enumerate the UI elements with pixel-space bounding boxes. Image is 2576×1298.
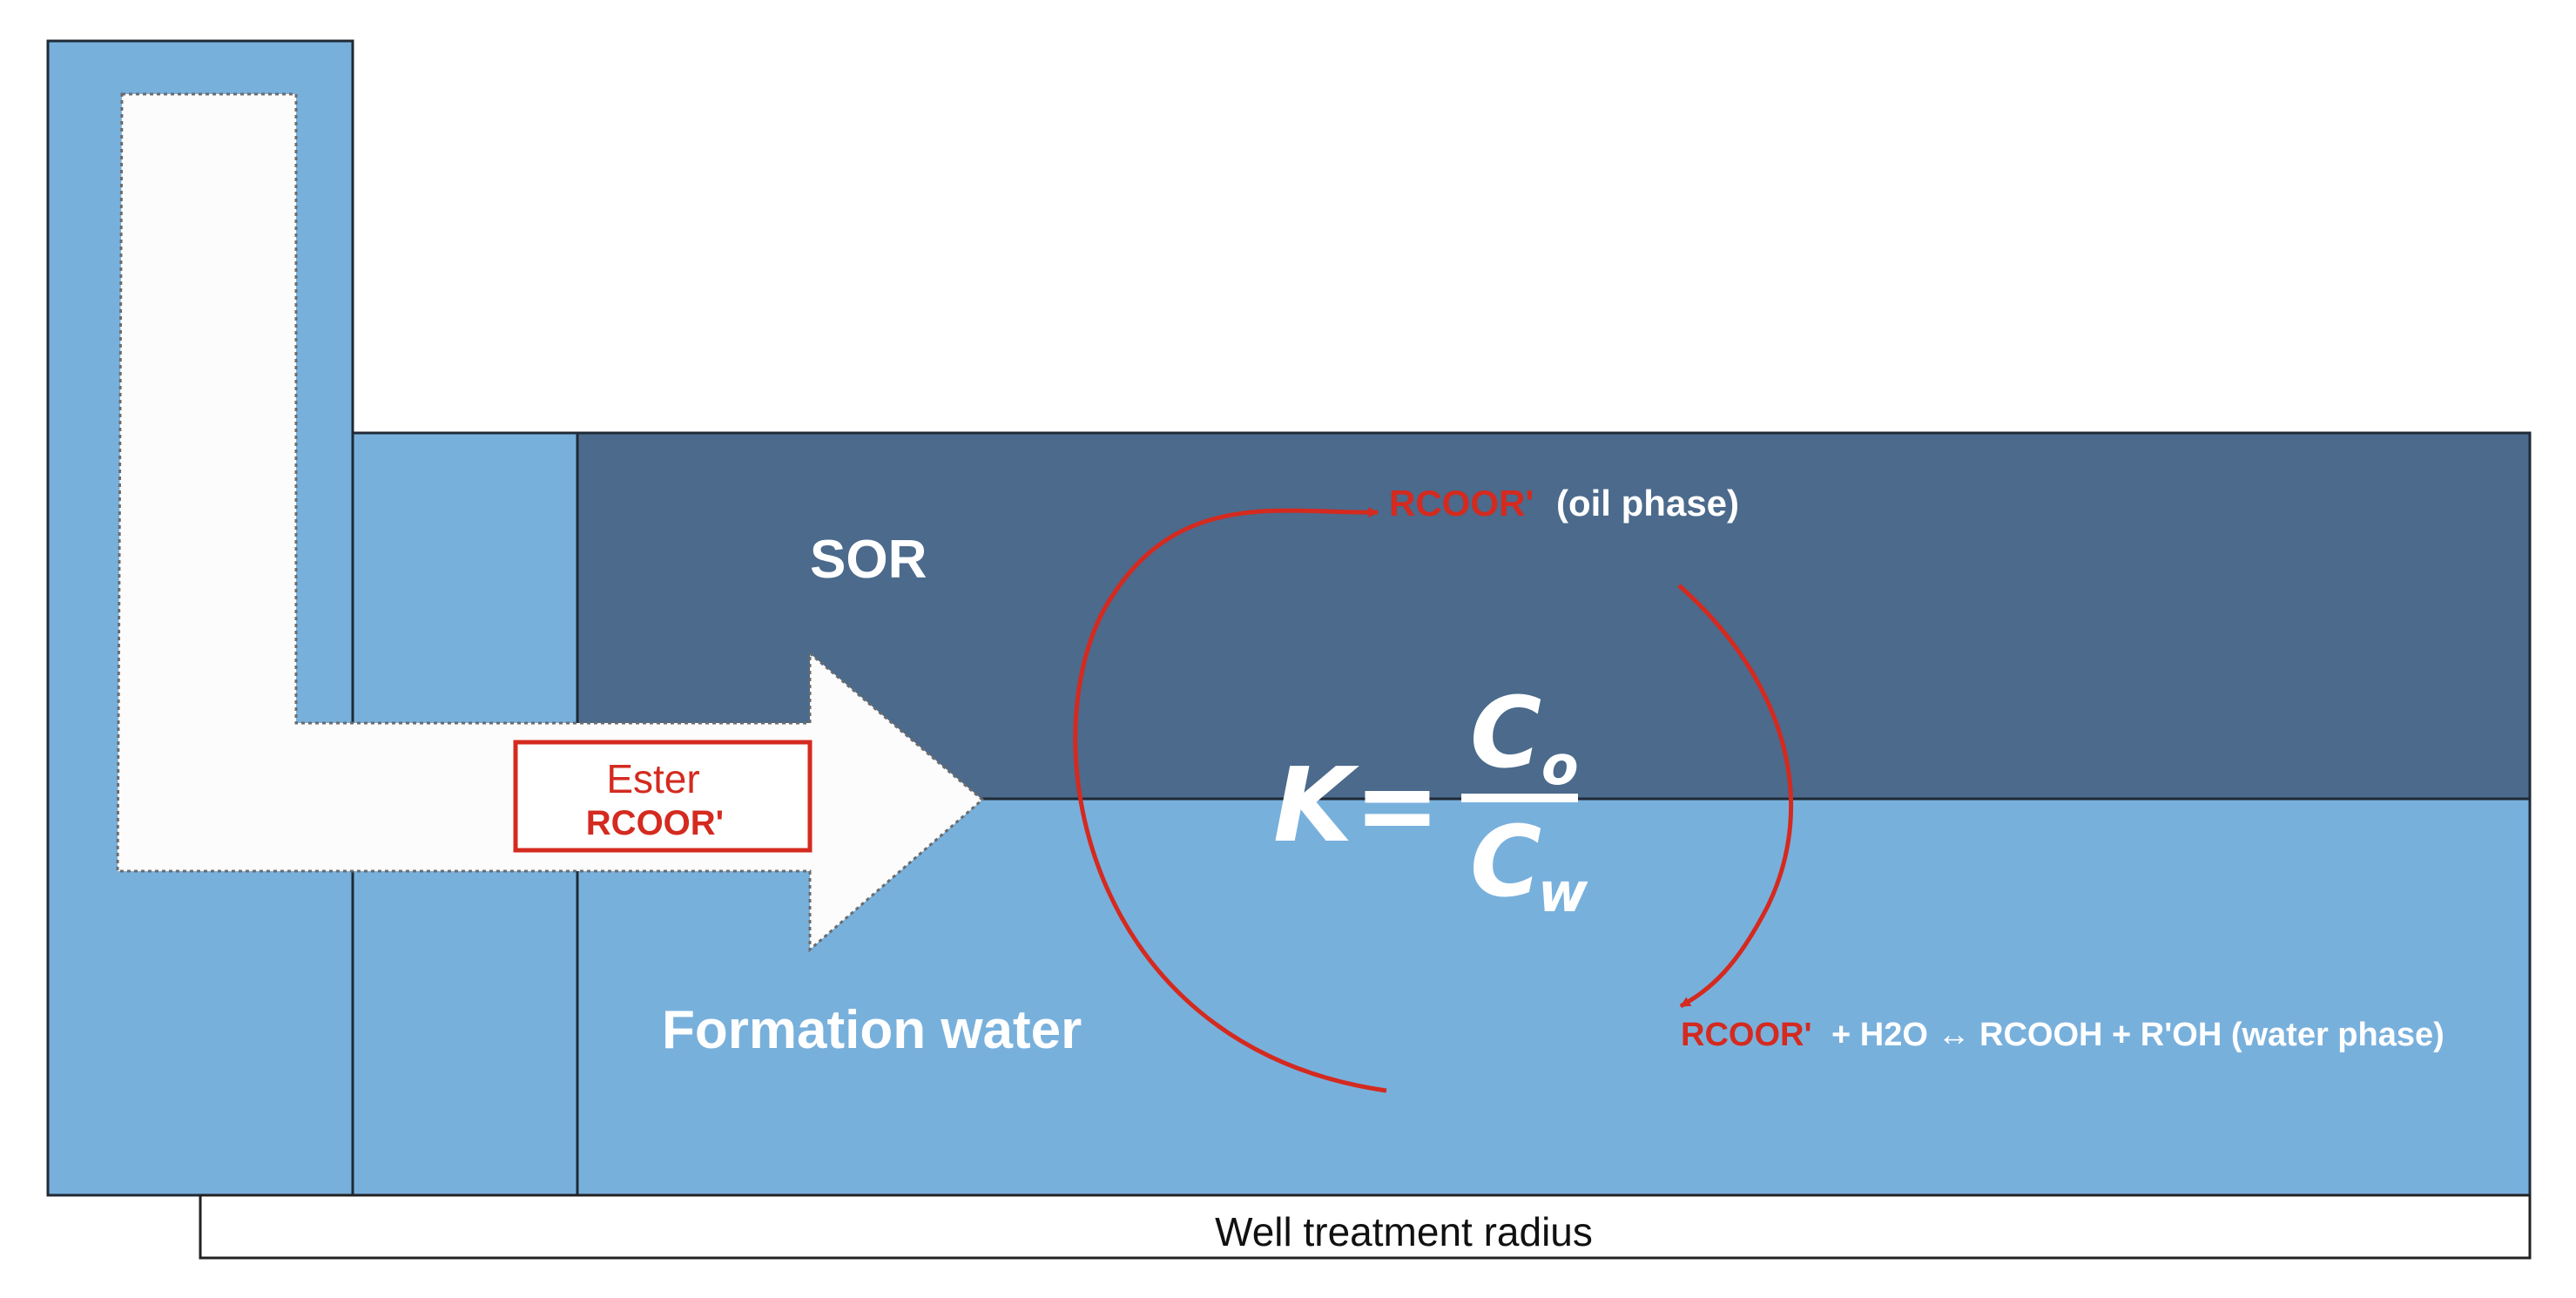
water-phase-species: RCOOR': [1681, 1017, 1811, 1053]
partition-arrow-right: [1677, 584, 1794, 1009]
equation-k: K: [1273, 745, 1359, 865]
well-radius-bar: [199, 1193, 2532, 1260]
oil-phase-species: RCOOR': [1389, 483, 1534, 524]
formation-water-label: Formation water: [662, 1000, 1082, 1060]
well-radius-label: Well treatment radius: [1215, 1209, 1593, 1254]
ester-box: [513, 740, 813, 853]
equation-equals: =: [1354, 745, 1440, 865]
ester-label: Ester: [606, 756, 699, 801]
denominator-sub-w: w: [1538, 861, 1588, 924]
ester-formula: RCOOR': [586, 804, 724, 842]
oil-phase-text: (oil phase): [1556, 483, 1739, 524]
water-phase-reaction: RCOOR' + H2O ↔ RCOOH + R'OH (water phase…: [1681, 1017, 2445, 1053]
partition-arrow-left: [1073, 507, 1387, 1093]
oil-phase-label: RCOOR' (oil phase): [1389, 483, 1739, 524]
numerator-c: C: [1470, 677, 1541, 790]
numerator-sub-o: o: [1541, 734, 1579, 797]
injection-arrow: [116, 92, 985, 953]
sor-label: SOR: [810, 530, 927, 590]
water-phase-text: + H2O ↔ RCOOH + R'OH (water phase): [1831, 1017, 2445, 1053]
denominator-c: C: [1470, 806, 1541, 919]
